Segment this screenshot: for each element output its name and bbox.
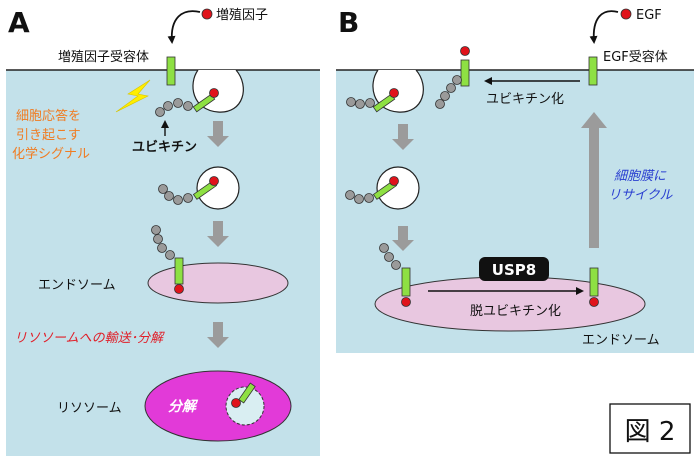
panel-a-receptor — [166, 56, 176, 86]
panel-b-usp8-label: USP8 — [492, 261, 536, 279]
ubiquitin-bead — [151, 225, 161, 235]
panel-b-vesicle-ligand — [389, 176, 399, 186]
ubiquitin-bead — [173, 195, 183, 205]
panel-b-ligand-legend-icon — [620, 8, 632, 20]
lightning-bolt-icon — [115, 79, 151, 113]
ubiquitin-bead — [446, 83, 456, 93]
panel-b-endosome-ligand-left — [401, 297, 411, 307]
ubiquitin-bead — [384, 252, 394, 262]
ubiquitin-bead — [183, 193, 193, 203]
panel-b-vesicle — [376, 166, 420, 210]
ubiquitin-bead — [440, 91, 450, 101]
panel-a-signal-line-1: 細胞応答を — [16, 108, 81, 124]
ubiquitin-bead — [157, 243, 167, 253]
panel-a-vesicle — [196, 166, 240, 210]
panel-b-ubiquitination-label: ユビキチン化 — [486, 92, 564, 107]
ubiquitin-bead — [364, 193, 374, 203]
panel-a-lysosome-receptor — [238, 382, 256, 404]
panel-a-lysosome-vesicle — [225, 386, 265, 426]
panel-a-degradation-label: 分解 — [168, 398, 199, 415]
panel-b-step-arrow-1 — [392, 124, 414, 150]
ubiquitin-bead — [163, 101, 173, 111]
panel-a-endosome-ligand — [174, 284, 184, 294]
panel-b-step-arrow-2 — [392, 226, 414, 251]
panel-a-signal-line-2: 引き起こす — [16, 128, 81, 143]
panel-b-recycle-line-1: 細胞膜に — [614, 169, 667, 184]
panel-a-transport-label: リソソームへの輸送･分解 — [14, 331, 165, 346]
panel-a-legend-text: 増殖因子 — [216, 7, 268, 23]
panel-b-deubiquitination-label: 脱ユビキチン化 — [470, 304, 561, 319]
panel-b: B EGF EGF受容体 ユビキチン化 — [336, 6, 694, 353]
panel-b-active-ligand — [460, 46, 470, 56]
panel-a-step-arrow-1 — [207, 121, 229, 147]
panel-a-endosome-label: エンドソーム — [38, 278, 116, 293]
panel-a-lysosome-label: リソソーム — [57, 401, 122, 416]
panel-b-recycle-arrow — [581, 112, 607, 248]
ubiquitin-bead — [379, 243, 389, 253]
ubiquitin-bead — [155, 107, 165, 117]
figure-label-box — [609, 403, 691, 454]
panel-b-receptor-label: EGF受容体 — [603, 49, 668, 65]
ubiquitin-bead — [355, 99, 365, 109]
panel-b-membrane-receptor — [588, 56, 598, 86]
panel-b-usp8-box — [479, 257, 549, 281]
panel-b-ligand-arrow — [589, 10, 619, 44]
ubiquitin-bead — [164, 191, 174, 201]
panel-a-ligand-legend-icon — [201, 8, 213, 20]
panel-a-pit-ligand — [209, 88, 219, 98]
ubiquitin-bead — [153, 234, 163, 244]
panel-b-endosome-receptor-right — [589, 267, 599, 297]
panel-b-pit-ligand — [389, 88, 399, 98]
ubiquitin-bead — [165, 250, 175, 260]
panel-b-endosome-ligand-right — [589, 297, 599, 307]
panel-a-vesicle-ligand — [209, 176, 219, 186]
panel-a: A 増殖因子 増殖因子受容体 細胞応答を 引き起こす 化学シグナル ユビキチン — [6, 6, 320, 456]
ubiquitin-bead — [365, 98, 375, 108]
panel-a-lysosome — [144, 370, 292, 442]
ubiquitin-bead — [435, 99, 445, 109]
panel-a-lysosome-ligand — [231, 398, 241, 408]
ubiquitin-bead — [183, 101, 193, 111]
ubiquitin-bead — [391, 260, 401, 270]
panel-b-endosome-label: エンドソーム — [582, 333, 660, 348]
panel-a-step-arrow-2 — [207, 221, 229, 247]
panel-a-signal-line-3: 化学シグナル — [12, 146, 90, 162]
ubiquitin-bead — [354, 194, 364, 204]
panel-b-active-receptor — [460, 59, 470, 87]
panel-a-letter: A — [8, 6, 30, 39]
ubiquitin-bead — [346, 97, 356, 107]
panel-b-endosome-receptor-left — [401, 267, 411, 297]
panel-b-legend-text: EGF — [636, 8, 662, 23]
panel-a-receptor-label: 増殖因子受容体 — [58, 49, 149, 65]
panel-a-endosome-receptor — [174, 257, 184, 285]
panel-a-ligand-arrow — [167, 10, 201, 44]
ubiquitin-bead — [173, 98, 183, 108]
ubiquitin-bead — [345, 190, 355, 200]
ubiquitin-bead — [158, 184, 168, 194]
panel-a-step-arrow-3 — [207, 322, 229, 348]
panel-b-letter: B — [338, 6, 359, 39]
panel-a-ubiquitin-label: ユビキチン — [132, 139, 197, 155]
panel-b-recycle-line-2: リサイクル — [608, 188, 673, 203]
ubiquitin-bead — [452, 75, 462, 85]
figure-label: 図 2 — [625, 417, 676, 447]
panel-a-endosome — [147, 262, 289, 304]
